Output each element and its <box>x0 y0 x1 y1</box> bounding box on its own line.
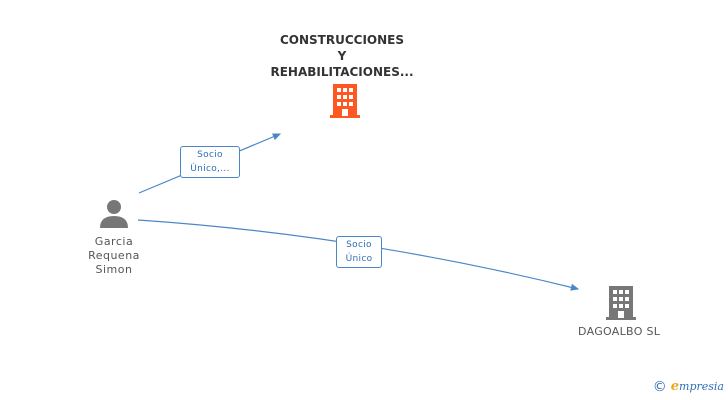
company-node-dagoalbo-label[interactable]: DAGOALBO SL <box>578 325 661 338</box>
company-name-line: REHABILITACIONES... <box>270 65 414 79</box>
brand-initial: e <box>670 379 680 394</box>
person-icon[interactable] <box>99 198 129 228</box>
edge-label-line: Socio <box>346 240 372 250</box>
edge-label-line: Único,... <box>190 164 230 174</box>
person-name-line: Simon <box>95 263 133 276</box>
company-node-construcciones-title[interactable]: CONSTRUCCIONES Y REHABILITACIONES... <box>262 32 422 80</box>
person-name-line: Requena <box>88 249 140 262</box>
person-node-label[interactable]: Garcia Requena Simon <box>72 235 156 277</box>
person-name-line: Garcia <box>94 235 134 248</box>
building-icon[interactable] <box>606 286 636 320</box>
brand-logo[interactable]: empresia <box>671 379 724 394</box>
company-name-line: Y <box>337 49 347 63</box>
brand-text: mpresia <box>679 380 724 393</box>
building-icon[interactable] <box>330 84 360 118</box>
brand-footer: © empresia <box>653 379 724 394</box>
company-name-line: CONSTRUCCIONES <box>279 33 405 47</box>
edge-label-socio-unico-2[interactable]: Socio Único <box>336 236 382 268</box>
copyright-icon: © <box>652 378 667 395</box>
edge-label-line: Único <box>345 254 373 264</box>
edge-label-socio-unico-1[interactable]: Socio Único,... <box>180 146 240 178</box>
edge-label-line: Socio <box>197 150 223 160</box>
